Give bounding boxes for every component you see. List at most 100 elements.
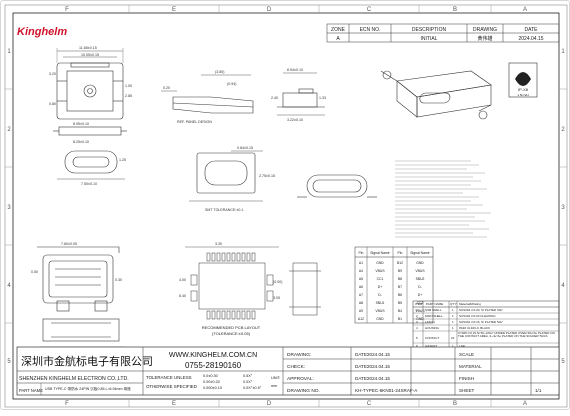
material-cell: SUB SHELL (425, 308, 442, 312)
pin-cell: A9 (359, 309, 363, 313)
material-cell: MAIN SHELL (425, 314, 443, 318)
company-website: WWW.KINGHELM.COM.CN (169, 352, 257, 359)
material-cell: C7025 t=0.15,Ni 50~100u" UNDER PLATED OV… (458, 332, 555, 339)
pin-cell: B7 (398, 285, 402, 289)
pcb-layout-dims: 3.30 (0.00) 3.05 4.00 6.40 (179, 242, 282, 300)
dim-text: (0.94) (227, 82, 236, 86)
ip-rating: IP-X8 (518, 87, 529, 92)
tolerance-label-1: TOLERANCE UNLESS (146, 375, 192, 380)
profile-view-dims: 6.94±0.10 3.22±0.10 1.33 2.40 (271, 68, 326, 122)
material-header: Material&Plating (459, 302, 481, 306)
rev-date: 2024.04.15 (518, 36, 543, 42)
material-cell: 1 (452, 308, 454, 312)
date-label: DATE: (355, 352, 368, 357)
material-cell: HOUSING (425, 326, 440, 330)
approval-label: APPROVAL: (287, 376, 314, 382)
rev-zone: A (336, 36, 340, 42)
dim-text: 6.40 (179, 294, 186, 298)
pin-cell: SBU1 (376, 301, 385, 305)
tolerance-angular: 0.0X°±0.5° (243, 386, 262, 390)
company-name-cn: 深圳市金航标电子有限公司 (21, 354, 153, 368)
check-label: CHECK: (287, 364, 305, 370)
pcb-layout-drawing (185, 246, 279, 320)
rev-drawing: 黄伟雄 (477, 35, 492, 42)
material-cell: 1 (452, 326, 454, 330)
material-cell: GASKET (425, 344, 437, 348)
pin-cell: D+ (378, 285, 382, 289)
pin-cell: D- (418, 285, 422, 289)
rev-header-ecn: ECN NO. (360, 27, 381, 33)
pin-cell: B4 (398, 309, 402, 313)
ip-badge: IP-X8 1.5m/2H (508, 62, 538, 98)
pin-header: Signal Name (370, 251, 390, 255)
zone-label-left: 4 (7, 283, 11, 289)
pin-cell: B12 (397, 261, 403, 265)
zone-label-bottom: E (172, 401, 176, 407)
pin-rows: A1 GND B12 GND A4 VBUS B9 VBUS A5 CC1 B8… (358, 261, 425, 321)
dim-text: 0.30 (115, 278, 122, 282)
detail-footprint-drawing (189, 150, 263, 202)
tolerance-angular: 0.5X° (243, 374, 253, 378)
dim-text: 0.84±0.15 (237, 146, 253, 150)
side-profile-small-drawing (289, 262, 321, 316)
dim-text: 7.60±0.05 (61, 242, 77, 246)
tolerance-angular: 0.0X° (243, 380, 253, 384)
rev-header-zone: ZONE (331, 27, 346, 33)
zone-label-top: F (65, 7, 69, 13)
unit-value: mm (271, 384, 277, 388)
zone-label-top: A (523, 7, 527, 13)
material-cell: LSR (459, 344, 466, 348)
pin-cell: B5 (398, 301, 402, 305)
pin-cell: CC2 (417, 301, 424, 305)
zone-label-top: E (172, 7, 176, 13)
pin-cell: CC1 (377, 277, 384, 281)
side-view-drawing (161, 74, 254, 114)
dim-text: 4.00 (179, 278, 186, 282)
housing-3d-dims: 7.60±0.05 0.50 0.30 (31, 242, 122, 282)
drawing-date: 2024.04.15 (367, 352, 390, 357)
company-phone: 0755-28190160 (185, 361, 242, 370)
side-profile-drawing (53, 126, 127, 136)
zone-label-left: 2 (7, 127, 11, 133)
pcb-layout-caption: RECOMMENDED PCB LAYOUT (TOLERANCE:±0.05) (202, 325, 261, 336)
pin-cell: GND (376, 261, 384, 265)
top-view-dims: 11.65±0.15 10.05±0.15 3.20 0.80 1.00 2.8… (49, 46, 132, 106)
pin-cell: A8 (359, 301, 363, 305)
material-cell: 1 (452, 314, 454, 318)
zone-label-right: 5 (561, 359, 565, 365)
material-cell: 1 (452, 344, 454, 348)
zone-labels: F E D C B A F E D C B A 1 2 3 4 5 1 2 3 … (7, 7, 565, 407)
pcb-caption-line1: RECOMMENDED PCB LAYOUT (202, 325, 261, 330)
zone-label-top: B (453, 7, 457, 13)
dim-text: 3.22±0.10 (287, 118, 303, 122)
zone-label-bottom: D (267, 401, 272, 407)
pin-cell: A5 (359, 277, 363, 281)
pin-cell: A12 (358, 317, 364, 321)
dim-text: 2.40 (271, 96, 278, 100)
dim-text: (3.80) (215, 70, 224, 74)
dim-text: 1.25 (119, 158, 126, 162)
dim-text: (0.00) (273, 280, 282, 284)
material-cell: CONTACT (425, 336, 439, 340)
material-cell: 6 (416, 344, 418, 348)
zone-label-left: 5 (7, 359, 11, 365)
dim-text: 3.20 (49, 72, 56, 76)
pin-cell: D+ (418, 293, 422, 297)
pin-cell: B8 (398, 277, 402, 281)
center-shell-drawing (297, 174, 377, 198)
material-label: MATERIAL (459, 364, 482, 369)
material-cell: LATCH (425, 320, 435, 324)
company-name-en: SHENZHEN KINGHELM ELECTRON CO.,LTD. (19, 376, 129, 382)
ip-rating-sub: 1.5m/2H (517, 93, 528, 97)
zone-label-top: D (267, 7, 272, 13)
zone-label-right: 1 (561, 49, 565, 55)
zone-label-right: 3 (561, 205, 565, 211)
pin-cell: GND (416, 261, 424, 265)
dim-text: 3.30 (215, 242, 222, 246)
dim-text: 6.94±0.10 (287, 68, 303, 72)
tolerance-linear: 0.0±0.30 (203, 374, 218, 378)
shell-bottom-drawing (57, 150, 125, 180)
shell-bottom-dims: 7.50±0.10 1.25 (81, 158, 126, 186)
unit-label: UNIT: (271, 376, 281, 380)
rev-description: INITIAL (421, 36, 438, 42)
